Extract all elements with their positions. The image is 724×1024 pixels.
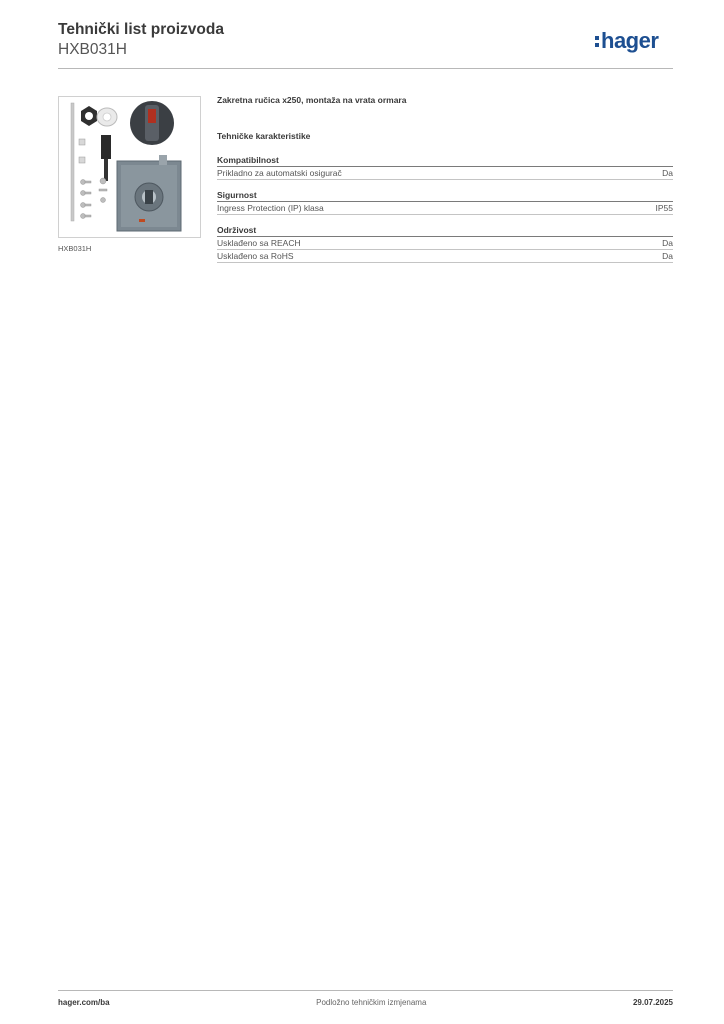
section-title: Održivost xyxy=(217,225,673,237)
spec-value: Da xyxy=(662,168,673,178)
spec-value: Da xyxy=(662,238,673,248)
spec-row: Usklađeno sa REACH Da xyxy=(217,237,673,250)
document-footer: hager.com/ba Podložno tehničkim izmjenam… xyxy=(58,998,673,1007)
footer-divider xyxy=(58,990,673,991)
spec-section-compatibility: Kompatibilnost Prikladno za automatski o… xyxy=(217,155,673,180)
hager-logo: hager xyxy=(595,28,660,53)
product-details: Zakretna ručica x250, montaža na vrata o… xyxy=(217,95,673,263)
spec-section-sustainability: Održivost Usklađeno sa REACH Da Usklađen… xyxy=(217,225,673,263)
spec-row: Usklađeno sa RoHS Da xyxy=(217,250,673,263)
image-caption: HXB031H xyxy=(58,244,92,253)
spec-label: Ingress Protection (IP) klasa xyxy=(217,203,324,213)
document-title: Tehnički list proizvoda xyxy=(58,21,224,38)
spec-row: Prikladno za automatski osigurač Da xyxy=(217,167,673,180)
footer-website-link[interactable]: hager.com/ba xyxy=(58,998,110,1007)
spec-value: IP55 xyxy=(655,203,674,213)
spec-section-safety: Sigurnost Ingress Protection (IP) klasa … xyxy=(217,190,673,215)
header-divider xyxy=(58,68,673,69)
product-description: Zakretna ručica x250, montaža na vrata o… xyxy=(217,95,407,105)
product-image xyxy=(58,96,201,238)
product-code: HXB031H xyxy=(58,41,127,58)
specs-heading: Tehničke karakteristike xyxy=(217,131,311,141)
footer-date: 29.07.2025 xyxy=(632,998,673,1007)
spec-label: Usklađeno sa REACH xyxy=(217,238,301,248)
footer-notice: Podložno tehničkim izmjenama xyxy=(316,998,427,1007)
spec-label: Usklađeno sa RoHS xyxy=(217,251,294,261)
spec-label: Prikladno za automatski osigurač xyxy=(217,168,342,178)
section-title: Kompatibilnost xyxy=(217,155,673,167)
document-header: Tehnički list proizvoda HXB031H hager xyxy=(58,20,673,70)
spec-row: Ingress Protection (IP) klasa IP55 xyxy=(217,202,673,215)
spec-value: Da xyxy=(662,251,673,261)
svg-text:hager: hager xyxy=(601,28,659,53)
section-title: Sigurnost xyxy=(217,190,673,202)
